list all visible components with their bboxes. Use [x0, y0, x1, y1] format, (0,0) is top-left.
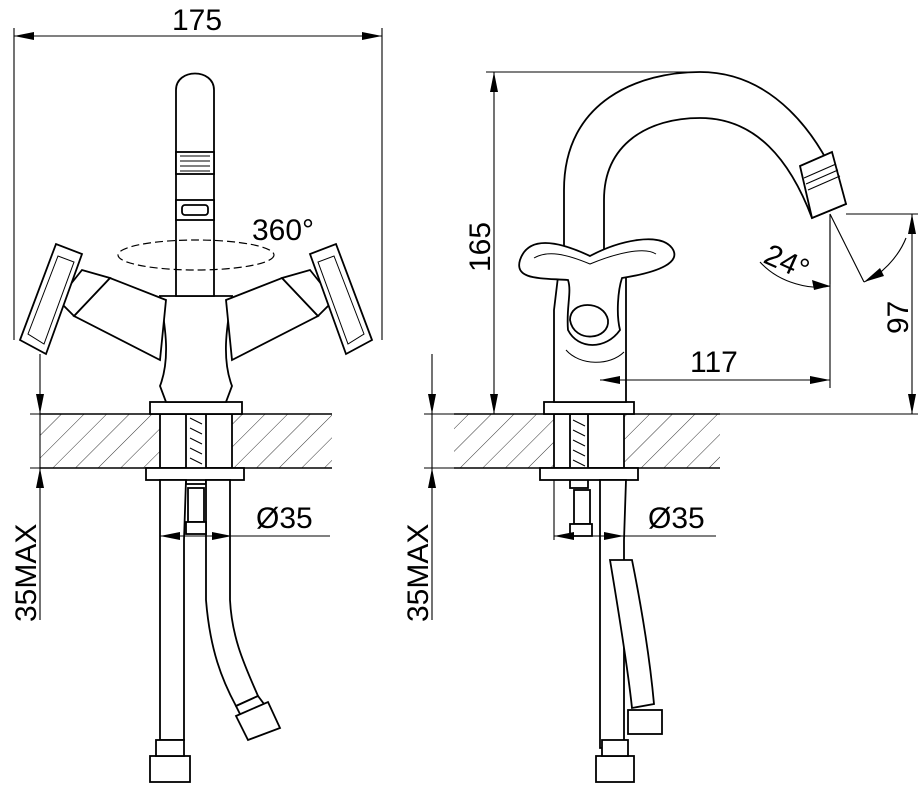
label-reach-117: 117 — [690, 346, 738, 379]
side-base-collar — [543, 401, 635, 415]
front-body — [158, 295, 234, 403]
dim-hole-front: Ø35 — [160, 502, 330, 540]
dim-height-165: 165 — [464, 71, 700, 414]
dim-angle-24: 24° — [759, 213, 907, 290]
label-height-165: 165 — [464, 222, 497, 272]
dim-width-175: 175 — [13, 4, 383, 340]
front-hoses — [149, 479, 282, 783]
side-view: 165 117 97 24° — [402, 71, 918, 783]
label-hole-front: Ø35 — [256, 502, 313, 535]
label-deck-front: 35MAX — [10, 524, 43, 622]
label-hole-side: Ø35 — [648, 502, 705, 535]
label-rotation-360: 360° — [252, 214, 314, 247]
dim-hole-side: Ø35 — [553, 480, 716, 540]
label-spout-height-97: 97 — [882, 301, 915, 334]
side-aerator — [798, 150, 848, 220]
front-right-handle — [225, 242, 374, 362]
front-countertop — [40, 413, 332, 469]
label-deck-side: 35MAX — [402, 524, 435, 622]
side-mounting-shank — [539, 413, 639, 489]
front-base-collar — [149, 401, 243, 415]
side-handle — [518, 238, 676, 363]
front-spout — [175, 72, 215, 297]
dim-deck-front: 35MAX — [10, 354, 150, 622]
front-view: 175 360° 35MAX Ø35 — [10, 4, 383, 783]
dim-spout-height-97: 97 — [720, 213, 918, 415]
dim-deck-side: 35MAX — [402, 354, 544, 622]
label-width-175: 175 — [172, 4, 222, 37]
dim-reach-117: 117 — [600, 220, 831, 388]
front-mounting-shank — [145, 413, 245, 485]
label-angle-24: 24° — [759, 238, 814, 287]
rotation-indicator — [117, 239, 275, 271]
front-left-handle — [18, 242, 167, 362]
side-countertop — [454, 413, 720, 469]
